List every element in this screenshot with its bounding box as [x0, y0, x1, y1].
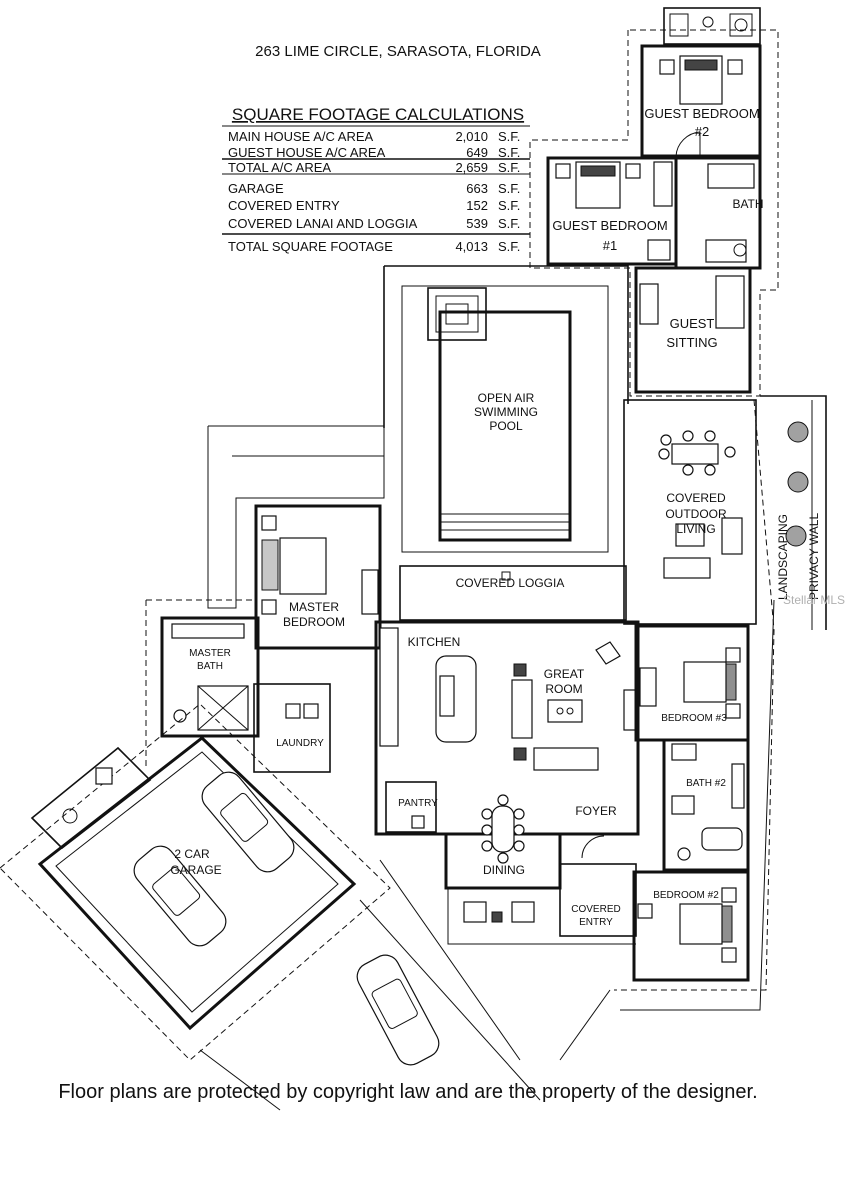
room-label: MASTER — [189, 648, 231, 659]
privacy-wall-label: PRIVACY WALL — [807, 513, 821, 600]
main-living: KITCHEN GREAT ROOM FOYER DINING PANTRY — [253, 620, 640, 890]
room-label: BEDROOM #3 — [661, 713, 727, 724]
room-label: BEDROOM — [283, 615, 345, 629]
calc-row-unit: S.F. — [498, 239, 520, 254]
room-label: GUEST — [670, 316, 715, 331]
calc-row-label: COVERED ENTRY — [228, 198, 340, 213]
room-label: POOL — [489, 419, 523, 433]
calc-row-label: MAIN HOUSE A/C AREA — [228, 129, 374, 144]
room-label: BATH #2 — [686, 778, 726, 789]
square-footage-table: SQUARE FOOTAGE CALCULATIONS MAIN HOUSE A… — [222, 105, 530, 254]
bedroom-wing: BEDROOM #3 BATH #2 BEDROOM #2 — [614, 399, 775, 1011]
calc-row-unit: S.F. — [498, 129, 520, 144]
room-label: #1 — [603, 238, 617, 253]
calc-row-value: 663 — [466, 181, 488, 196]
room-label: MASTER — [289, 600, 339, 614]
room-label: BATH — [197, 661, 223, 672]
room-label: SITTING — [666, 335, 717, 350]
room-label: GUEST BEDROOM — [552, 218, 667, 233]
calc-row-value: 649 — [466, 145, 488, 160]
room-label: GUEST BEDROOM — [644, 106, 759, 121]
calc-row-value: 2,010 — [455, 129, 488, 144]
covered-loggia: COVERED LOGGIA — [399, 565, 627, 621]
covered-entry: COVERED ENTRY — [447, 863, 637, 945]
car-icon — [133, 845, 227, 947]
room-label: KITCHEN — [408, 635, 461, 649]
calc-row-unit: S.F. — [498, 216, 520, 231]
room-label: GARAGE — [170, 863, 221, 877]
room-label: COVERED LOGGIA — [456, 576, 565, 590]
copyright-notice: Floor plans are protected by copyright l… — [58, 1081, 757, 1103]
calc-row-label: GARAGE — [228, 181, 284, 196]
calc-row-value: 152 — [466, 198, 488, 213]
calc-row-value: 539 — [466, 216, 488, 231]
room-label: BATH — [732, 197, 763, 211]
calc-row-unit: S.F. — [498, 160, 520, 175]
calc-row-label: COVERED LANAI AND LOGGIA — [228, 216, 418, 231]
room-label: BEDROOM #2 — [653, 890, 719, 901]
pool-area: OPEN AIR SWIMMING POOL — [383, 265, 629, 553]
landscaping-label: LANDSCAPING — [776, 514, 790, 600]
room-label: ENTRY — [579, 917, 613, 928]
guest-house: GUEST BEDROOM #2 GUEST BEDROOM #1 BATH G… — [529, 7, 779, 397]
room-label: LIVING — [676, 522, 715, 536]
calc-row-unit: S.F. — [498, 181, 520, 196]
room-label: GREAT — [544, 667, 585, 681]
master-suite: MASTER BEDROOM MASTER BATH — [145, 425, 385, 770]
room-label: PANTRY — [398, 798, 438, 809]
calc-row-label: TOTAL A/C AREA — [228, 160, 331, 175]
car-icon — [201, 771, 295, 873]
room-label: DINING — [483, 863, 525, 877]
calc-row-value: 4,013 — [455, 239, 488, 254]
room-label: SWIMMING — [474, 405, 538, 419]
room-label: OPEN AIR — [478, 391, 535, 405]
room-label: 2 CAR — [174, 847, 210, 861]
calc-row-label: GUEST HOUSE A/C AREA — [228, 145, 386, 160]
address-title: 263 LIME CIRCLE, SARASOTA, FLORIDA — [255, 43, 541, 60]
room-label: ROOM — [545, 682, 582, 696]
calc-row-unit: S.F. — [498, 198, 520, 213]
plant-icon — [785, 421, 809, 547]
room-label: COVERED — [666, 491, 726, 505]
calc-row-unit: S.F. — [498, 145, 520, 160]
watermark: Stellar MLS — [783, 593, 845, 607]
driveway — [199, 859, 611, 1111]
calc-title: SQUARE FOOTAGE CALCULATIONS — [232, 105, 524, 124]
car-icon — [356, 954, 440, 1066]
room-label: LAUNDRY — [276, 738, 324, 749]
room-label: COVERED — [571, 904, 620, 915]
covered-outdoor-living: COVERED OUTDOOR LIVING LANDSCAPING PRIVA… — [623, 395, 827, 630]
room-label: FOYER — [575, 804, 617, 818]
room-label: OUTDOOR — [665, 507, 727, 521]
room-label: #2 — [695, 124, 709, 139]
calc-row-value: 2,659 — [455, 160, 488, 175]
garage: 2 CAR GARAGE — [0, 703, 391, 1061]
calc-row-label: TOTAL SQUARE FOOTAGE — [228, 239, 393, 254]
